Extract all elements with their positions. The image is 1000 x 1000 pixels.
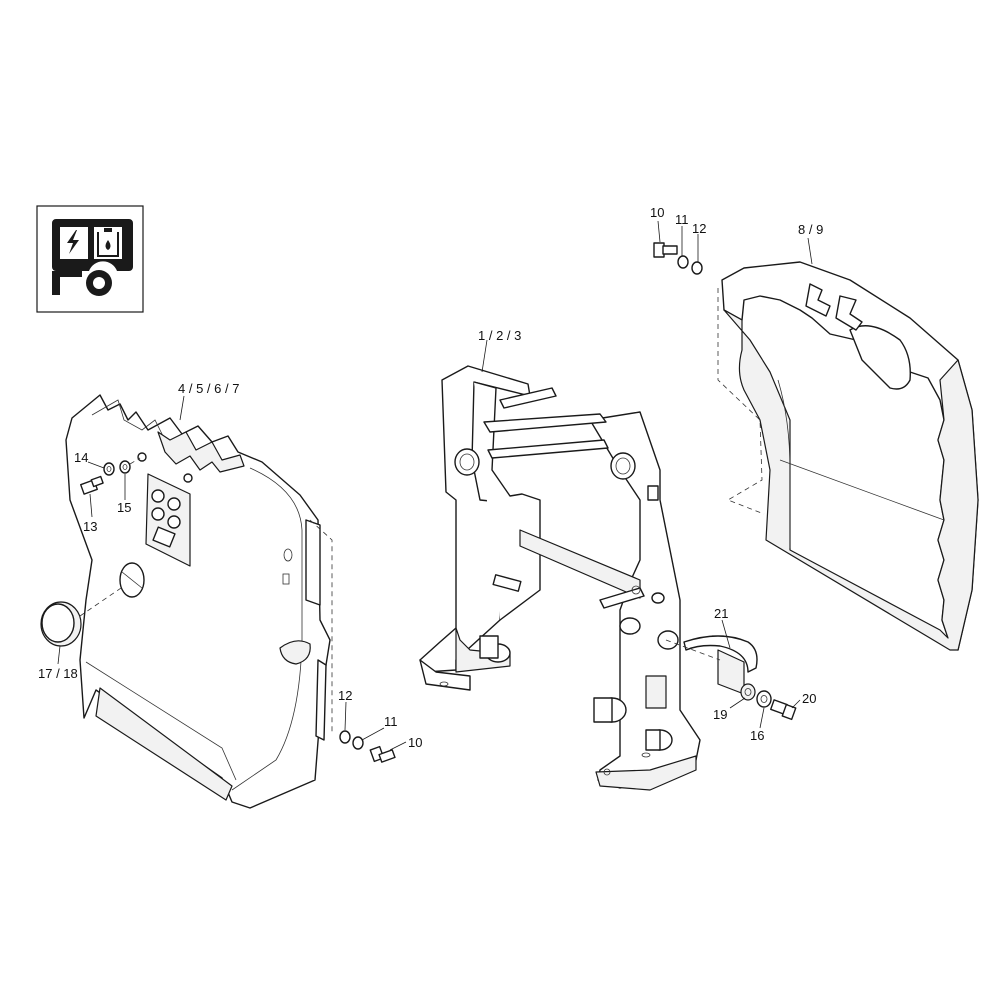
callout-11-top: 11 [675, 212, 689, 227]
callout-14: 14 [74, 450, 88, 465]
washer-15 [119, 460, 131, 474]
callout-17-18: 17 / 18 [38, 666, 78, 681]
washer-12-bottom [339, 730, 351, 744]
callout-16: 16 [750, 728, 764, 743]
callout-13: 13 [83, 519, 97, 534]
callout-19: 19 [713, 707, 727, 722]
leader-lines [57, 220, 813, 751]
screw-10-top [653, 242, 678, 258]
left-side-cover [65, 394, 331, 809]
callout-12-bottom: 12 [338, 688, 352, 703]
callout-8-9: 8 / 9 [798, 222, 823, 237]
callout-11-bottom: 11 [384, 714, 398, 729]
callout-10-bottom: 10 [408, 735, 422, 750]
washer-19 [740, 683, 756, 701]
plug-cap [40, 601, 82, 647]
washer-14 [103, 462, 115, 476]
callout-15: 15 [117, 500, 131, 515]
screw-13 [80, 475, 104, 495]
washer-16 [756, 690, 772, 708]
screw-10-bottom [369, 745, 396, 763]
callout-21: 21 [714, 606, 728, 621]
callout-20: 20 [802, 691, 816, 706]
callout-12-top: 12 [692, 221, 706, 236]
callout-10-top: 10 [650, 205, 664, 220]
right-side-cover [721, 261, 979, 651]
callout-1-2-3: 1 / 2 / 3 [478, 328, 521, 343]
callout-labels: 1 / 2 / 3 4 / 5 / 6 / 7 8 / 9 10 11 12 1… [38, 205, 823, 750]
washer-11-bottom [352, 736, 364, 750]
generator-trailer-icon [36, 205, 144, 313]
screw-20 [770, 699, 797, 721]
washer-11-top [677, 255, 689, 269]
washer-12-top [691, 261, 703, 275]
center-frame [419, 365, 701, 791]
bracket-21 [683, 635, 758, 695]
callout-4-5-6-7: 4 / 5 / 6 / 7 [178, 381, 239, 396]
